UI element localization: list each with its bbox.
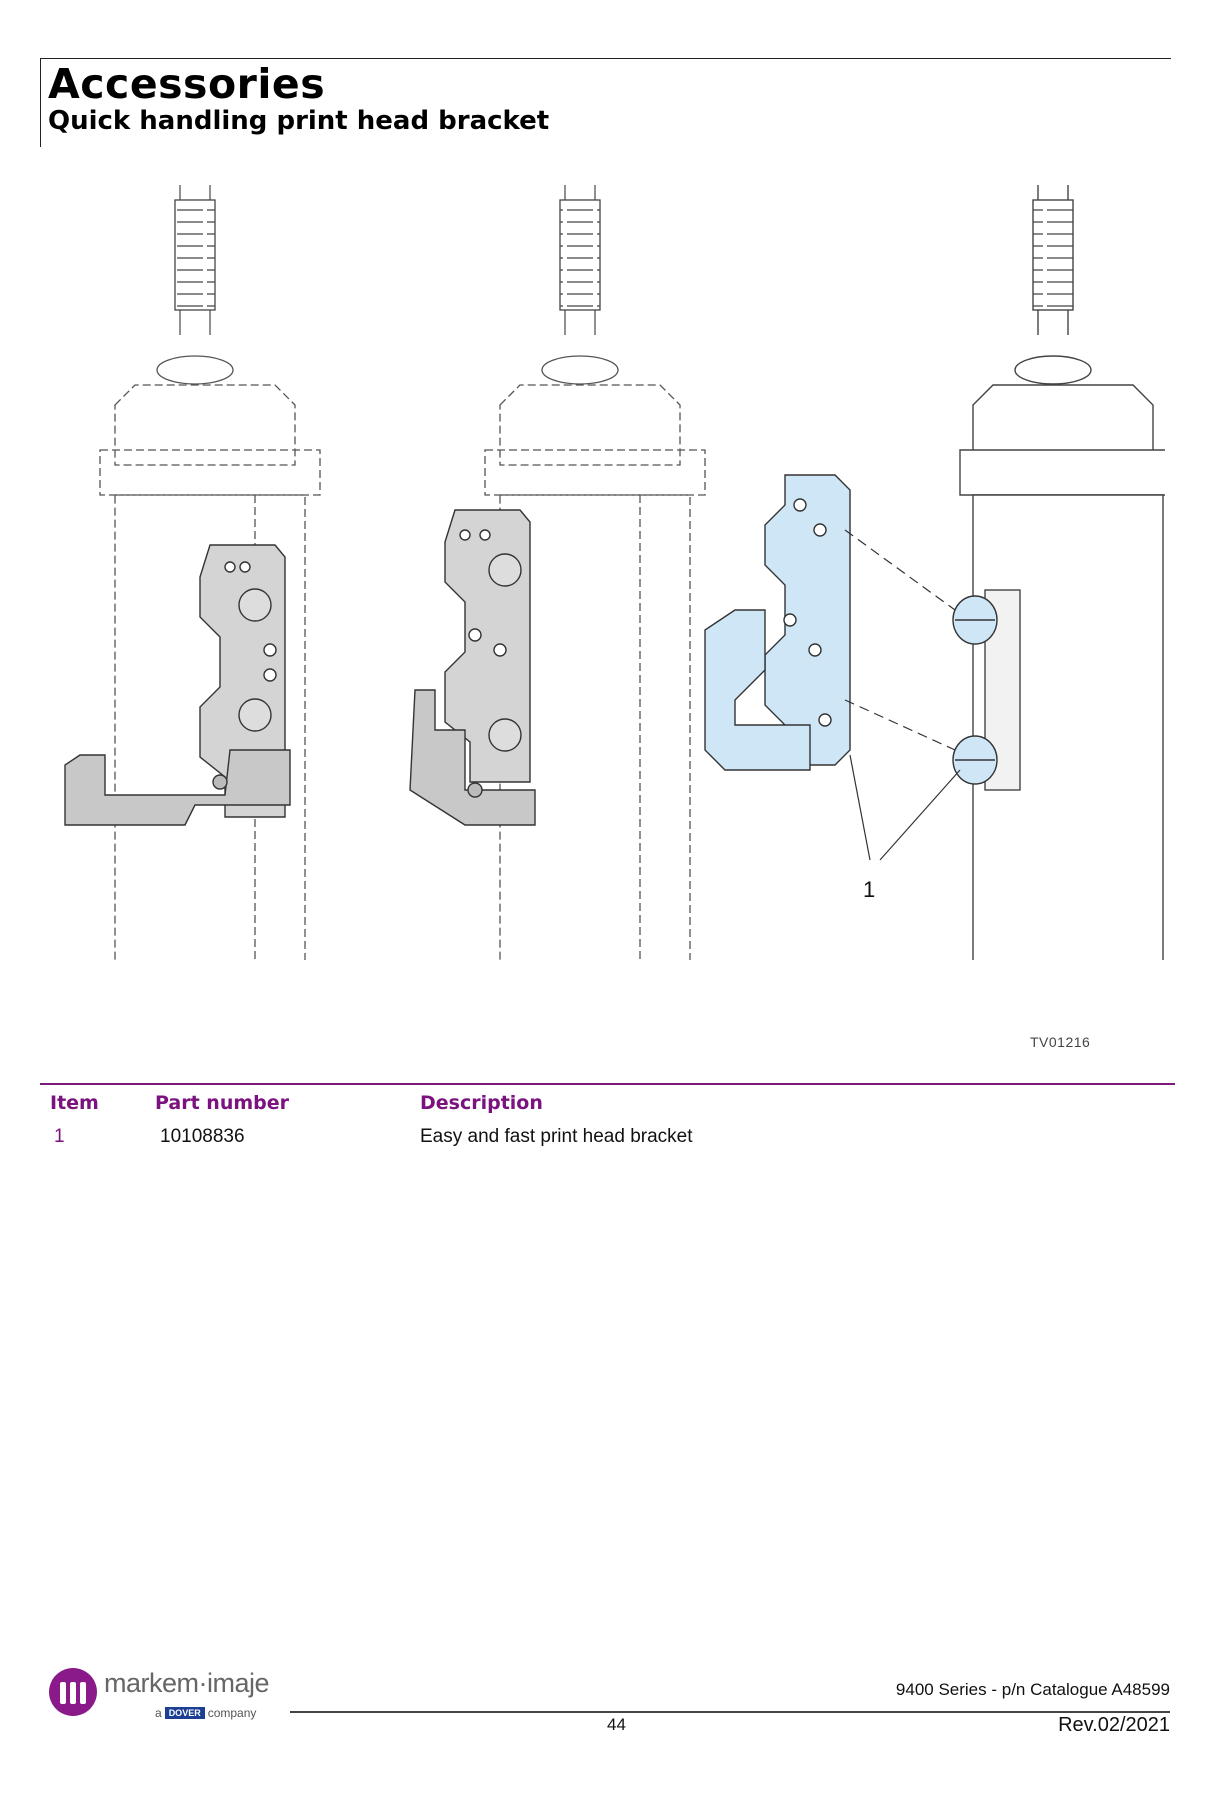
catalogue-reference: 9400 Series - p/n Catalogue A48599 (895, 1680, 1170, 1699)
table-rule (40, 1083, 1175, 1085)
revision: Rev.02/2021 (1058, 1714, 1170, 1736)
page-title: Accessories (48, 60, 326, 108)
print-head-1 (99, 185, 321, 960)
print-head-3 (959, 185, 1165, 960)
markem-imaje-logo (49, 1668, 97, 1716)
bracket-2 (409, 509, 536, 826)
brand-name: markem·imaje (104, 1668, 270, 1698)
cell-description: Easy and fast print head bracket (420, 1126, 693, 1147)
bracket-1 (64, 544, 291, 826)
print-head-2 (484, 185, 706, 960)
column-header-part-number: Part number (155, 1092, 290, 1114)
column-header-description: Description (420, 1092, 543, 1114)
callout-label: 1 (863, 877, 875, 902)
bracket-illustration: 1 (64, 185, 1165, 960)
page-subtitle: Quick handling print head bracket (48, 106, 550, 136)
bracket-3 (704, 474, 998, 785)
column-header-item: Item (50, 1092, 99, 1114)
leader-lines (844, 529, 961, 861)
cell-part-number: 10108836 (160, 1126, 245, 1147)
footer-rule (290, 1711, 1170, 1713)
figure-code: TV01216 (1030, 1034, 1091, 1050)
page-number: 44 (607, 1715, 626, 1734)
cell-item: 1 (54, 1126, 65, 1147)
dover-badge: DOVER (164, 1707, 205, 1719)
header-frame (40, 58, 1171, 147)
